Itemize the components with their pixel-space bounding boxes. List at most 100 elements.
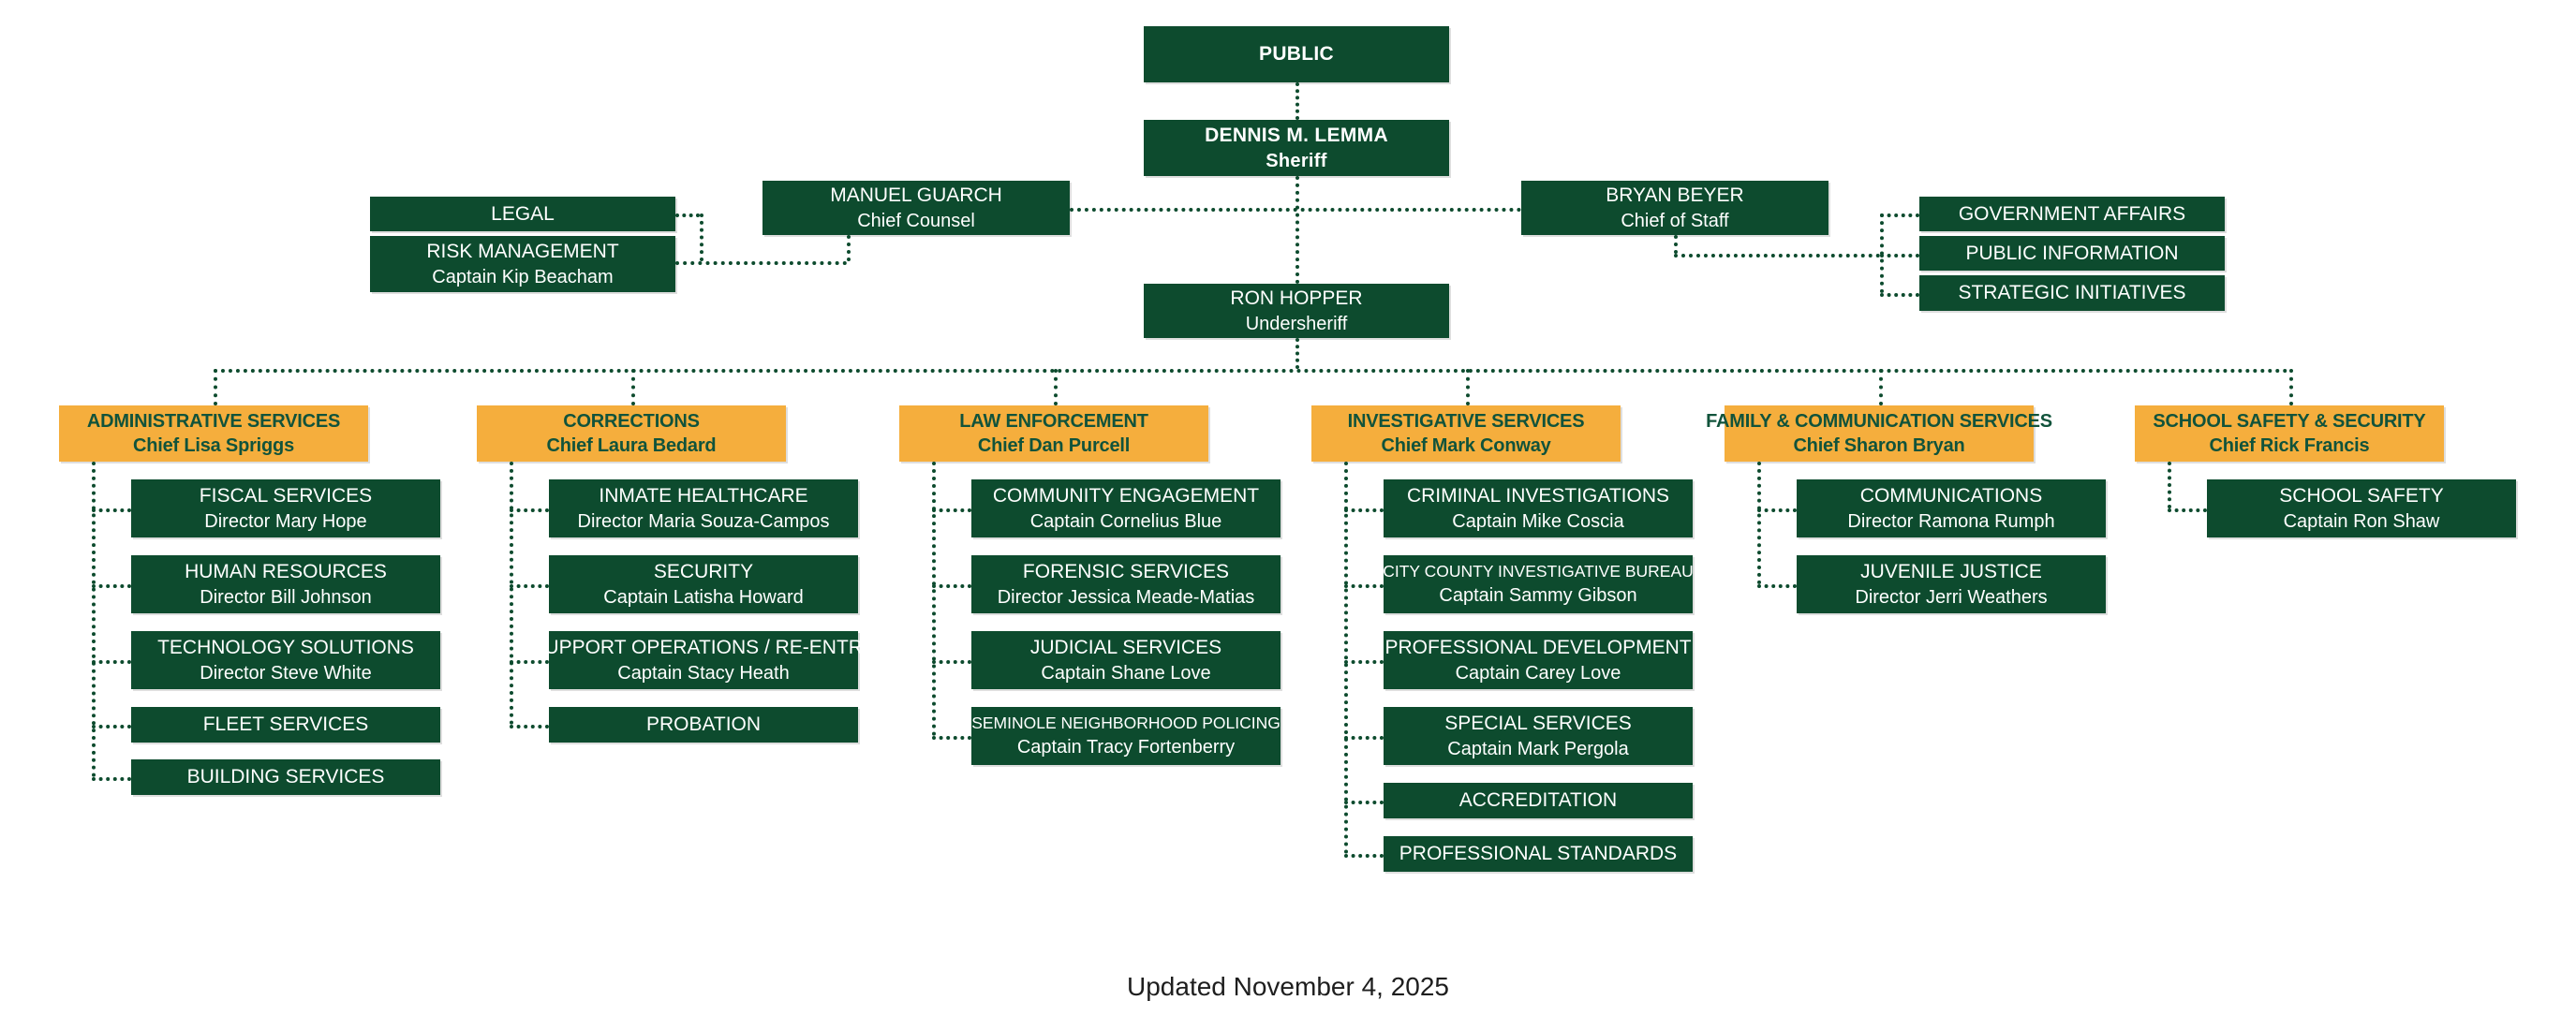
- box-title: SCHOOL SAFETY: [2279, 485, 2444, 508]
- connector: [1879, 369, 1883, 405]
- box-person: Captain Carey Love: [1455, 662, 1621, 684]
- box-title: RON HOPPER: [1230, 287, 1363, 310]
- connector: [1880, 213, 1919, 217]
- connector: [847, 235, 851, 261]
- connector: [510, 584, 549, 588]
- unit-fleet-services: FLEET SERVICES: [131, 707, 440, 743]
- unit-human-resources: HUMAN RESOURCES Director Bill Johnson: [131, 555, 440, 613]
- connector: [932, 508, 971, 512]
- unit-security: SECURITY Captain Latisha Howard: [549, 555, 858, 613]
- box-title: STRATEGIC INITIATIVES: [1958, 282, 2186, 304]
- box-title: INMATE HEALTHCARE: [599, 485, 808, 508]
- unit-forensic-services: FORENSIC SERVICES Director Jessica Meade…: [971, 555, 1281, 613]
- connector: [1344, 508, 1384, 512]
- connector: [510, 462, 513, 725]
- unit-seminole-neighborhood-policing: SEMINOLE NEIGHBORHOOD POLICING Captain T…: [971, 707, 1281, 765]
- connector: [2289, 369, 2293, 405]
- connector: [1295, 176, 1299, 284]
- connector: [932, 736, 971, 740]
- division-chief: Chief Lisa Spriggs: [133, 435, 294, 457]
- updated-date: Updated November 4, 2025: [1127, 972, 1449, 1001]
- box-person: Captain Latisha Howard: [603, 586, 804, 608]
- connector: [1054, 369, 1058, 405]
- box-title: SEMINOLE NEIGHBORHOOD POLICING: [971, 714, 1281, 733]
- division-chief: Chief Rick Francis: [2209, 435, 2370, 457]
- unit-support-operations-re-entry: SUPPORT OPERATIONS / RE-ENTRY Captain St…: [531, 631, 876, 689]
- box-undersheriff: RON HOPPER Undersheriff: [1144, 284, 1449, 338]
- division-title: ADMINISTRATIVE SERVICES: [86, 410, 341, 432]
- box-person: Captain Sammy Gibson: [1439, 584, 1637, 606]
- box-title: CITY COUNTY INVESTIGATIVE BUREAU: [1383, 562, 1694, 581]
- box-title: COMMUNICATIONS: [1859, 485, 2043, 508]
- box-title: SPECIAL SERVICES: [1444, 713, 1632, 735]
- box-title: FORENSIC SERVICES: [1022, 561, 1230, 583]
- box-legal: LEGAL: [370, 197, 675, 231]
- box-person: Sheriff: [1266, 150, 1327, 171]
- unit-juvenile-justice: JUVENILE JUSTICE Director Jerri Weathers: [1797, 555, 2106, 613]
- box-person: Captain Shane Love: [1041, 662, 1211, 684]
- connector: [510, 660, 549, 664]
- box-public: PUBLIC: [1144, 26, 1449, 82]
- division-chief: Chief Dan Purcell: [977, 435, 1131, 457]
- box-person: Director Ramona Rumph: [1847, 510, 2055, 532]
- connector: [932, 660, 971, 664]
- box-chief-of-staff: BRYAN BEYER Chief of Staff: [1521, 181, 1828, 235]
- box-title: FISCAL SERVICES: [199, 485, 373, 508]
- connector: [214, 369, 2289, 373]
- box-title: MANUEL GUARCH: [830, 184, 1002, 207]
- connector: [1880, 213, 1884, 293]
- box-public-information: PUBLIC INFORMATION: [1919, 236, 2225, 271]
- box-person: Director Maria Souza-Campos: [577, 510, 830, 532]
- box-sheriff: DENNIS M. LEMMA Sheriff: [1144, 120, 1449, 176]
- box-person: Director Mary Hope: [204, 510, 367, 532]
- unit-professional-standards: PROFESSIONAL STANDARDS: [1384, 836, 1693, 872]
- connector: [1757, 508, 1797, 512]
- box-title: BRYAN BEYER: [1606, 184, 1744, 207]
- connector: [700, 213, 703, 261]
- connector: [675, 213, 700, 217]
- box-title: JUVENILE JUSTICE: [1860, 561, 2042, 583]
- division-chief: Chief Laura Bedard: [546, 435, 717, 457]
- connector: [2168, 462, 2171, 508]
- unit-school-safety: SCHOOL SAFETY Captain Ron Shaw: [2207, 479, 2516, 537]
- box-title: BUILDING SERVICES: [186, 766, 385, 788]
- unit-criminal-investigations: CRIMINAL INVESTIGATIONS Captain Mike Cos…: [1384, 479, 1693, 537]
- unit-special-services: SPECIAL SERVICES Captain Mark Pergola: [1384, 707, 1693, 765]
- connector: [92, 660, 131, 664]
- connector: [92, 584, 131, 588]
- connector: [1674, 235, 1678, 254]
- box-strategic-initiatives: STRATEGIC INITIATIVES: [1919, 275, 2225, 311]
- box-person: Director Bill Johnson: [200, 586, 372, 608]
- division-corrections: CORRECTIONS Chief Laura Bedard: [477, 405, 786, 462]
- box-title: FLEET SERVICES: [202, 714, 369, 736]
- unit-inmate-healthcare: INMATE HEALTHCARE Director Maria Souza-C…: [549, 479, 858, 537]
- box-title: DENNIS M. LEMMA: [1205, 125, 1388, 147]
- unit-building-services: BUILDING SERVICES: [131, 759, 440, 795]
- connector: [1344, 462, 1348, 854]
- box-person: Director Jerri Weathers: [1855, 586, 2048, 608]
- division-family-communication-services: FAMILY & COMMUNICATION SERVICES Chief Sh…: [1706, 405, 2052, 462]
- connector: [1344, 736, 1384, 740]
- connector: [92, 462, 96, 777]
- connector: [510, 725, 549, 728]
- connector: [932, 462, 936, 736]
- connector: [1295, 338, 1299, 369]
- box-title: CRIMINAL INVESTIGATIONS: [1406, 485, 1670, 508]
- connector: [1344, 801, 1384, 804]
- connector: [1757, 584, 1797, 588]
- connector: [1466, 369, 1470, 405]
- box-title: SUPPORT OPERATIONS / RE-ENTRY: [531, 637, 876, 659]
- division-school-safety-security: SCHOOL SAFETY & SECURITY Chief Rick Fran…: [2135, 405, 2444, 462]
- box-government-affairs: GOVERNMENT AFFAIRS: [1919, 197, 2225, 231]
- box-title: COMMUNITY ENGAGEMENT: [992, 485, 1260, 508]
- division-investigative-services: INVESTIGATIVE SERVICES Chief Mark Conway: [1311, 405, 1621, 462]
- connector: [1295, 82, 1299, 120]
- division-law-enforcement: LAW ENFORCEMENT Chief Dan Purcell: [899, 405, 1208, 462]
- division-chief: Chief Mark Conway: [1381, 435, 1551, 457]
- unit-communications: COMMUNICATIONS Director Ramona Rumph: [1797, 479, 2106, 537]
- division-title: INVESTIGATIVE SERVICES: [1347, 410, 1585, 432]
- box-title: PROFESSIONAL STANDARDS: [1399, 843, 1678, 865]
- box-title: PUBLIC: [1259, 43, 1334, 66]
- connector: [932, 584, 971, 588]
